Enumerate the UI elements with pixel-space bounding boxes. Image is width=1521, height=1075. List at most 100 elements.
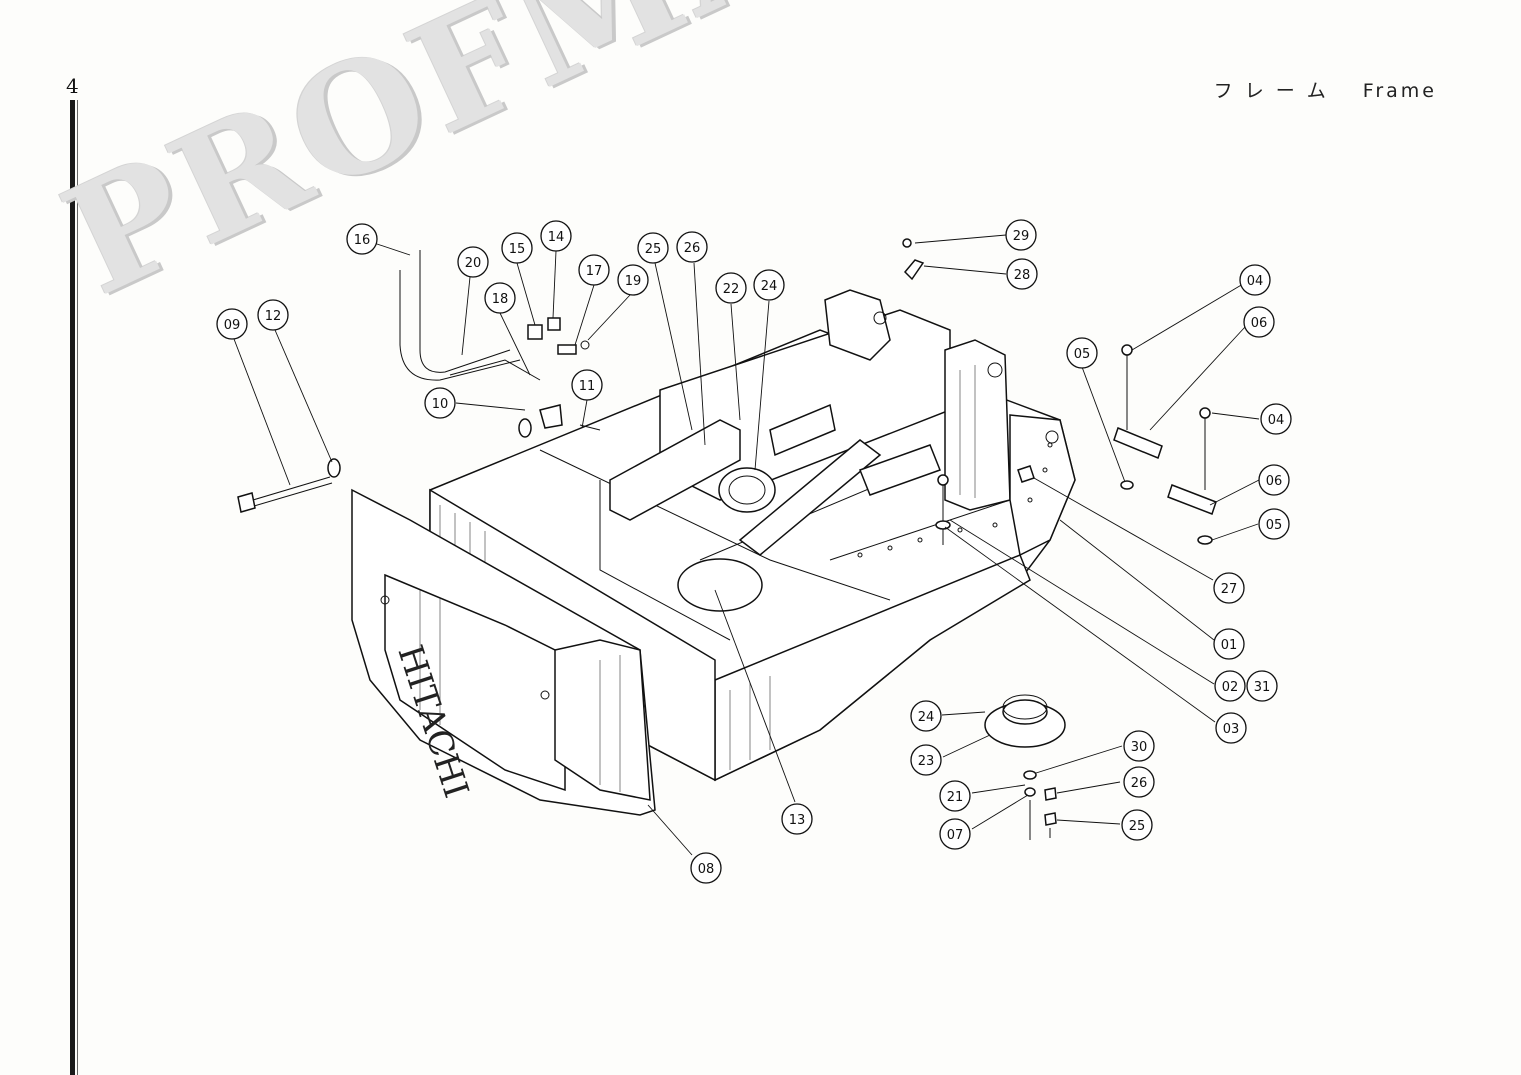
callout-circle (540, 220, 572, 252)
callout-22: 22 (715, 272, 747, 304)
callout-circle (676, 231, 708, 263)
callout-circle (1123, 730, 1155, 762)
callout-circle (1239, 264, 1271, 296)
callout-circle (1213, 628, 1245, 660)
callout-10: 10 (424, 387, 456, 419)
callout-label: 05 (1074, 347, 1091, 362)
callout-circle (1213, 572, 1245, 604)
callout-circle (424, 387, 456, 419)
binding-edge-line (77, 100, 78, 1075)
callout-label: 19 (625, 274, 642, 289)
callout-label: 17 (586, 264, 603, 279)
callout-circle (1246, 670, 1278, 702)
callout-24a: 24 (753, 269, 785, 301)
callout-label: 04 (1247, 274, 1264, 289)
callout-circle (1005, 219, 1037, 251)
callout-04a: 04 (1239, 264, 1271, 296)
callout-24b: 24 (910, 700, 942, 732)
callout-08: 08 (690, 852, 722, 884)
callout-18: 18 (484, 282, 516, 314)
callout-26a: 26 (676, 231, 708, 263)
callout-circle (1258, 508, 1290, 540)
callout-label: 02 (1222, 680, 1239, 695)
callout-28: 28 (1006, 258, 1038, 290)
callout-label: 14 (548, 230, 565, 245)
callout-label: 29 (1013, 229, 1030, 244)
callout-label: 06 (1266, 474, 1283, 489)
callout-circle (715, 272, 747, 304)
callout-19: 19 (617, 264, 649, 296)
callout-label: 03 (1223, 722, 1240, 737)
callout-12: 12 (257, 299, 289, 331)
callout-label: 16 (354, 233, 371, 248)
callout-circle (617, 264, 649, 296)
callout-30: 30 (1123, 730, 1155, 762)
callout-label: 31 (1254, 680, 1271, 695)
callout-circle (637, 232, 669, 264)
callout-circle (1215, 712, 1247, 744)
callout-label: 26 (684, 241, 701, 256)
callout-label: 24 (918, 710, 935, 725)
callout-circle (1258, 464, 1290, 496)
callout-label: 13 (789, 813, 806, 828)
binding-edge (70, 100, 75, 1075)
callout-label: 06 (1251, 316, 1268, 331)
callout-circle (690, 852, 722, 884)
callout-circle (1066, 337, 1098, 369)
callout-label: 25 (1129, 819, 1146, 834)
callout-circle (501, 232, 533, 264)
counterweight: HITACHI (351, 488, 656, 816)
callout-circle (257, 299, 289, 331)
callout-25a: 25 (637, 232, 669, 264)
callout-06b: 06 (1258, 464, 1290, 496)
callout-label: 24 (761, 279, 778, 294)
callout-05b: 05 (1258, 508, 1290, 540)
callout-27: 27 (1213, 572, 1245, 604)
callout-label: 04 (1268, 413, 1285, 428)
callout-25b: 25 (1121, 809, 1153, 841)
callout-circle (484, 282, 516, 314)
callout-label: 09 (224, 318, 241, 333)
callout-23: 23 (910, 744, 942, 776)
callout-label: 30 (1131, 740, 1148, 755)
callout-label: 22 (723, 282, 740, 297)
callout-label: 21 (947, 790, 964, 805)
callout-20: 20 (457, 246, 489, 278)
callout-06a: 06 (1243, 306, 1275, 338)
callout-label: 12 (265, 309, 282, 324)
callout-label: 26 (1131, 776, 1148, 791)
callout-26b: 26 (1123, 766, 1155, 798)
callout-circle (346, 223, 378, 255)
callout-circle (1243, 306, 1275, 338)
callout-label: 10 (432, 397, 449, 412)
callout-circle (910, 700, 942, 732)
callout-21: 21 (939, 780, 971, 812)
callout-label: 23 (918, 754, 935, 769)
callout-31: 31 (1246, 670, 1278, 702)
callout-14: 14 (540, 220, 572, 252)
callout-04b: 04 (1260, 403, 1292, 435)
callout-label: 20 (465, 256, 482, 271)
callout-label: 25 (645, 242, 662, 257)
callout-07: 07 (939, 818, 971, 850)
callout-label: 08 (698, 862, 715, 877)
callout-label: 07 (947, 828, 964, 843)
callout-15: 15 (501, 232, 533, 264)
callout-circle (1121, 809, 1153, 841)
callout-circle (457, 246, 489, 278)
callout-circle (578, 254, 610, 286)
callout-03: 03 (1215, 712, 1247, 744)
callout-circle (1123, 766, 1155, 798)
callout-17: 17 (578, 254, 610, 286)
callout-circle (939, 818, 971, 850)
callout-05a: 05 (1066, 337, 1098, 369)
callout-29: 29 (1005, 219, 1037, 251)
page-title-en: Frame (1362, 80, 1437, 102)
callout-16: 16 (346, 223, 378, 255)
page-number: 4 (66, 74, 79, 98)
callout-circle (1214, 670, 1246, 702)
